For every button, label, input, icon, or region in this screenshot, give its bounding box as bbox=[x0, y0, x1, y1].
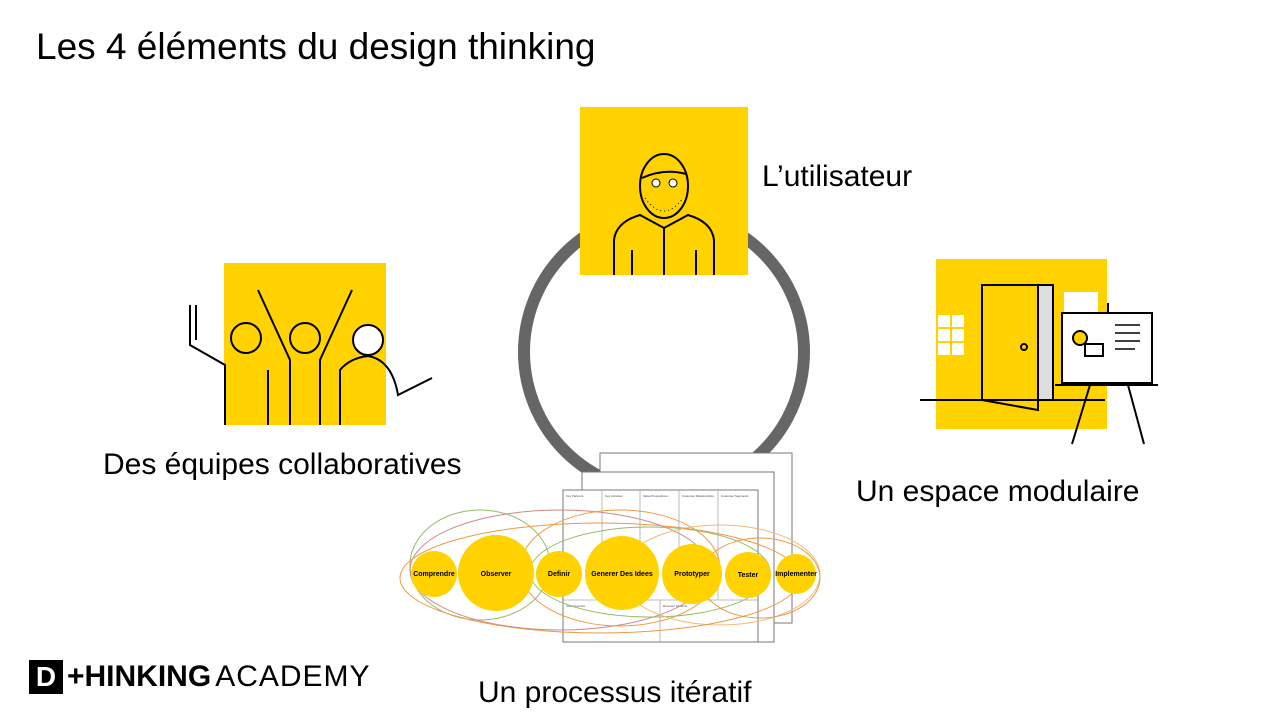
step-tester: Tester bbox=[738, 572, 759, 579]
space-illustration bbox=[906, 259, 1158, 445]
step-implementer: Implementer bbox=[775, 571, 817, 578]
slide-title: Les 4 éléments du design thinking bbox=[36, 26, 596, 67]
process-steps: Comprendre Observer Definir Generer Des … bbox=[411, 535, 817, 611]
logo-light: ACADEMY bbox=[215, 660, 371, 693]
canvas-header: Customer Relationships bbox=[682, 494, 714, 498]
step-observer: Observer bbox=[481, 571, 512, 578]
step-definir: Definir bbox=[548, 571, 570, 578]
canvas-header: Key Partners bbox=[566, 494, 584, 498]
canvas-header: Key Activities bbox=[605, 494, 623, 498]
canvas-header: Revenue Streams bbox=[663, 604, 688, 608]
step-generer: Generer Des Idees bbox=[591, 571, 653, 578]
step-prototyper: Prototyper bbox=[674, 571, 710, 578]
logo-mark: D bbox=[29, 660, 63, 694]
user-illustration bbox=[580, 107, 748, 275]
label-process: Un processus itératif bbox=[478, 676, 752, 709]
canvas-header: Cost Structure bbox=[566, 604, 586, 608]
label-teams: Des équipes collaboratives bbox=[103, 448, 462, 481]
canvas-header: Value Propositions bbox=[643, 494, 668, 498]
dthinking-academy-logo: D +HINKING ACADEMY bbox=[29, 660, 371, 694]
logo-bold: +HINKING bbox=[67, 660, 212, 693]
team-illustration bbox=[189, 263, 433, 425]
label-space: Un espace modulaire bbox=[856, 475, 1140, 508]
label-user: L’utilisateur bbox=[762, 160, 913, 193]
step-comprendre: Comprendre bbox=[413, 571, 455, 578]
canvas-header: Customer Segments bbox=[721, 494, 749, 498]
